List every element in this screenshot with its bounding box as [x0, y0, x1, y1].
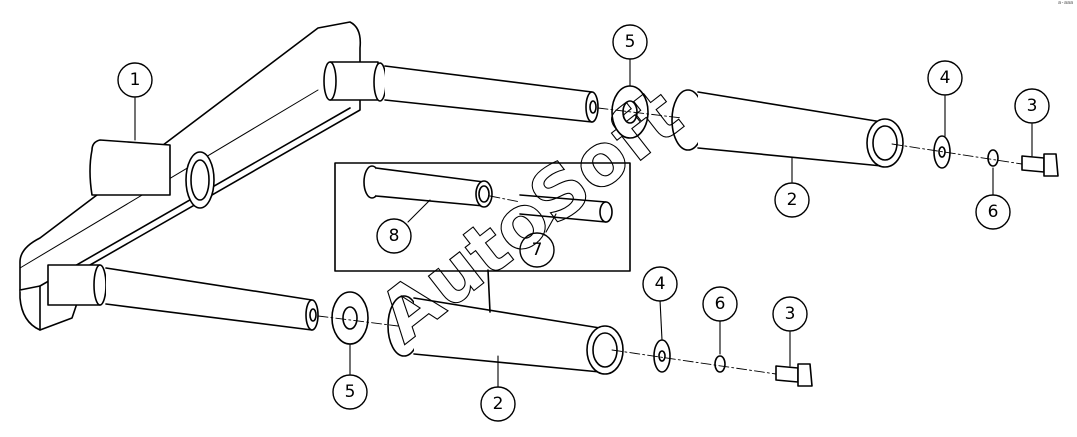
callout-6-bottom: 6: [715, 294, 726, 314]
callout-8: 8: [389, 226, 400, 246]
swing-arm: [19, 21, 362, 331]
callout-1: 1: [130, 70, 141, 90]
callout-7: 7: [532, 240, 543, 260]
callout-4-top: 4: [940, 68, 951, 88]
bushing-2-top: [671, 89, 904, 168]
callout-2-bottom: 2: [493, 394, 504, 414]
bolt-3-bottom: [775, 363, 813, 387]
callout-3-bottom: 3: [785, 304, 796, 324]
lock-washer-6-bottom: [714, 355, 726, 373]
callout-4-bottom: 4: [655, 274, 666, 294]
callout-2-top: 2: [787, 190, 798, 210]
upper-shaft: [323, 61, 599, 123]
lower-shaft: [47, 264, 319, 331]
bolt-3-top: [1021, 153, 1059, 177]
lock-washer-6-top: [987, 149, 999, 167]
callout-3-top: 3: [1027, 96, 1038, 116]
detail-inset: [334, 162, 631, 313]
callout-5-bottom: 5: [345, 382, 356, 402]
washer-4-bottom: [653, 339, 671, 373]
corner-mark: a-aaa: [1057, 0, 1073, 6]
callout-5-top: 5: [625, 32, 636, 52]
bushing-2-bottom: [387, 295, 624, 375]
callout-6-top: 6: [988, 202, 999, 222]
